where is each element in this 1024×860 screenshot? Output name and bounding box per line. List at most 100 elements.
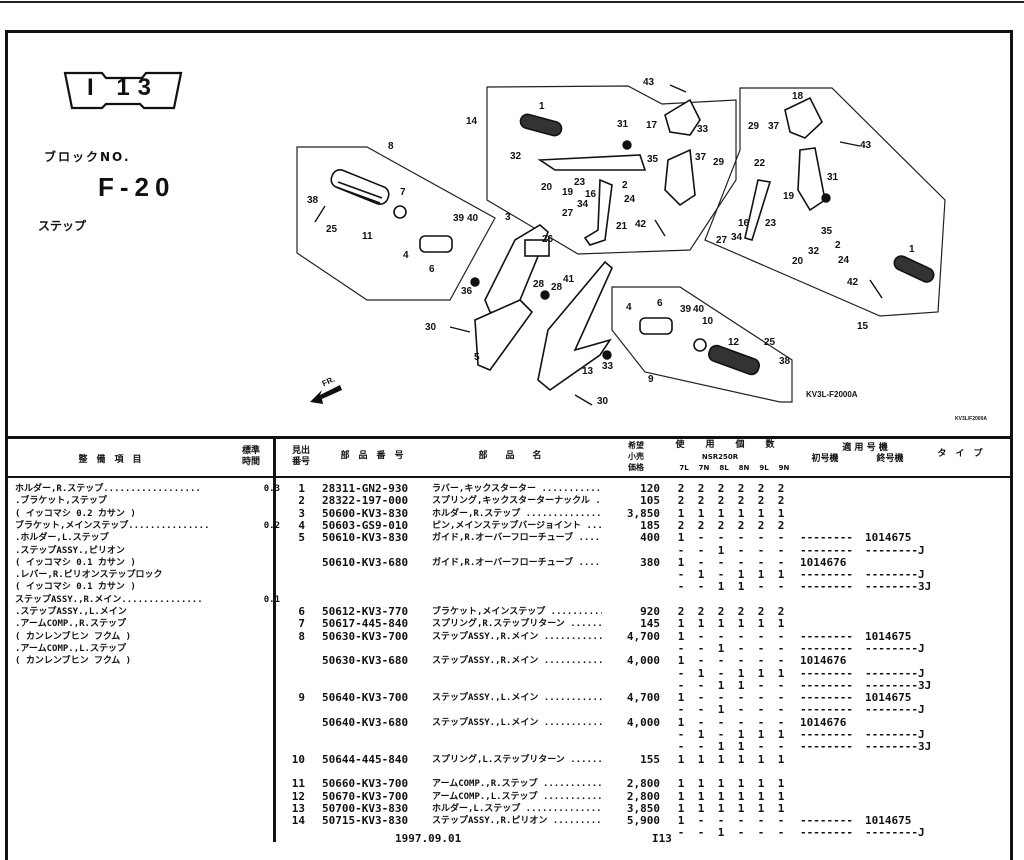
- qty-cell: 2: [697, 482, 705, 495]
- part-number: 28311-GN2-930: [322, 482, 409, 495]
- qty-cell: 2: [737, 605, 745, 618]
- last-serial: 1014675: [865, 629, 912, 643]
- first-serial: --------: [800, 814, 853, 828]
- qty-cell: -: [717, 531, 725, 545]
- qty-cell: -: [777, 740, 785, 754]
- qty-cell: 1: [757, 617, 765, 631]
- qty-cell: -: [697, 531, 705, 545]
- last-serial: --------: [865, 543, 918, 557]
- qty-cell: 1: [737, 752, 745, 766]
- callout: 42: [635, 219, 647, 230]
- callout: 35: [821, 226, 833, 237]
- qty-cell: 1: [677, 506, 685, 520]
- qty-cell: 1: [697, 777, 705, 791]
- qty-cell: -: [677, 580, 685, 594]
- part-number: 50640-KV3-680: [322, 715, 409, 729]
- callout: 10: [702, 316, 714, 327]
- part-name: ステップASSY.,L.メイン: [432, 717, 602, 729]
- callout: 1: [539, 101, 545, 112]
- top-rule: [0, 1, 1024, 3]
- group-9-outline: [611, 286, 793, 403]
- bracket-lower: [474, 299, 534, 371]
- ref-number: 14: [291, 814, 305, 828]
- qty-cell: 2: [717, 482, 725, 495]
- exploded-parts-diagram: [296, 84, 946, 406]
- qty-cell: 2: [697, 518, 705, 532]
- qty-cell: -: [777, 826, 785, 840]
- qty-cell: 1: [777, 801, 785, 815]
- price: 5,900: [626, 814, 660, 828]
- group-14-outline: [486, 85, 737, 255]
- qty-cell: -: [777, 715, 785, 729]
- maintenance-item-text: ( イッコマシ 0.1 カサン ): [15, 582, 136, 593]
- ref-number: 9: [298, 691, 305, 705]
- table-row: 1450715-KV3-830ステップASSY.,R.ピリオン5,9001---…: [0, 815, 1010, 827]
- ref-number: 2: [298, 494, 305, 508]
- last-serial: 1014675: [865, 691, 912, 705]
- price: 2,800: [626, 777, 660, 791]
- callouts-layer: 43 1 14 31 17 33 37 29 32 20 19 23 34 16…: [307, 78, 915, 407]
- table-row: 550610-KV3-830ガイド,R.オーバーフローチューブ4001-----…: [0, 532, 1010, 544]
- part-number: 50603-GS9-010: [322, 518, 409, 532]
- page-badge: I 13: [86, 74, 160, 101]
- qty-cell: -: [717, 629, 725, 643]
- callout: 35: [647, 154, 659, 165]
- header-std-time: 標準 時間: [241, 446, 260, 467]
- type-code: 3J: [918, 678, 932, 692]
- qty-cell: 1: [677, 555, 685, 569]
- qty-cell: -: [697, 703, 705, 717]
- qty-cell: -: [677, 641, 685, 655]
- callout: 30: [597, 396, 609, 407]
- maintenance-item-text: .レバー,R.ピリオンステップロック: [15, 570, 163, 581]
- qty-cell: 1: [777, 789, 785, 803]
- qty-cell: -: [737, 826, 745, 840]
- price: 2,800: [626, 789, 660, 803]
- price: 145: [640, 617, 660, 631]
- callout: 16: [738, 218, 750, 229]
- bracket-17: [664, 98, 701, 136]
- qty-cell: -: [697, 641, 705, 655]
- callout: 28: [551, 282, 563, 293]
- qty-cell: -: [757, 654, 765, 668]
- qty-cell: 2: [677, 605, 685, 618]
- part-number: 50670-KV3-700: [322, 789, 409, 803]
- callout: 8: [388, 141, 394, 152]
- maintenance-item-text: .ステップASSY.,ピリオン: [15, 545, 125, 556]
- callout: 37: [768, 121, 780, 132]
- standard-hours: 0.2: [263, 520, 280, 531]
- qty-cell: 1: [737, 777, 745, 791]
- qty-cell: -: [697, 654, 705, 668]
- qty-cell: -: [777, 814, 785, 828]
- qty-cell: 1: [677, 629, 685, 643]
- header-type: タ イ プ: [937, 449, 983, 459]
- ref-number: 5: [298, 531, 305, 545]
- callout: 24: [838, 255, 850, 266]
- qty-cell: 2: [757, 518, 765, 532]
- callout: 13: [582, 366, 594, 377]
- last-serial: 1014675: [865, 531, 912, 545]
- header-ref-no: 見出 番号: [291, 446, 310, 467]
- qty-column-header: 9L: [759, 464, 769, 472]
- type-code: 3J: [918, 740, 932, 754]
- maintenance-item-text: ( イッコマシ 0.1 カサン ): [15, 557, 136, 568]
- table-row: --1-------------------J: [0, 641, 1010, 655]
- qty-cell: -: [697, 715, 705, 729]
- callout: 20: [541, 182, 553, 193]
- qty-cell: 1: [677, 691, 685, 705]
- footpeg-1-right: [893, 255, 935, 283]
- maintenance-item: ( イッコマシ 0.1 カサン ): [15, 557, 273, 569]
- first-serial: --------: [800, 543, 853, 557]
- qty-cell: -: [757, 641, 765, 655]
- qty-cell: 1: [697, 617, 705, 631]
- qty-cell: 1: [697, 728, 705, 741]
- qty-cell: 1: [737, 568, 745, 582]
- qty-cell: 1: [677, 789, 685, 803]
- last-serial: --------: [865, 580, 918, 594]
- diagram-code: KV3L-F2000A: [806, 390, 858, 399]
- header-part-no: 部 品 番 号: [340, 451, 404, 461]
- qty-cell: -: [677, 568, 685, 582]
